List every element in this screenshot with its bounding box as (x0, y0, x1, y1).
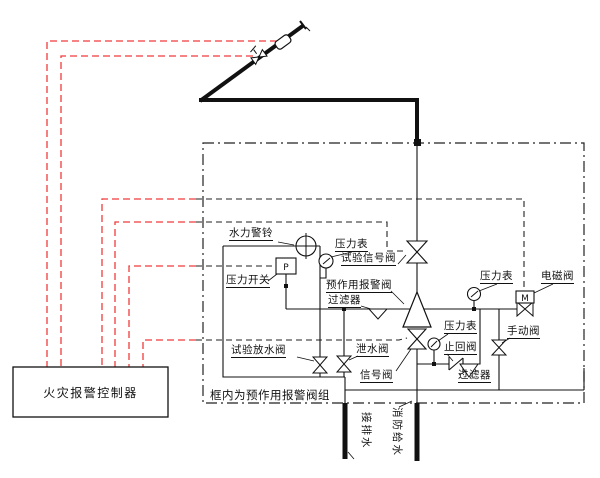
wire-signal-valve (142, 339, 196, 367)
label-solenoid-valve: 电磁阀 (541, 270, 574, 285)
branch-end-cap (299, 20, 307, 30)
pressure-gauge2-symbol (427, 337, 441, 351)
label-pressure-gauge-1: 压力表 (335, 238, 368, 253)
label-check-valve: 止回阀 (444, 341, 477, 356)
wire-detector-1 (46, 40, 277, 367)
supply-main-pipes (198, 23, 419, 141)
wire-pressure-switch (128, 265, 196, 367)
label-hydraulic-alarm-bell: 水力警铃 (229, 227, 273, 242)
junction-dots (284, 139, 476, 366)
trim-piping (222, 141, 585, 403)
pressure-switch-symbol: P (275, 257, 297, 275)
label-drain-pipe: 接排水 (360, 412, 372, 450)
label-pressure-gauge-3: 压力表 (444, 320, 477, 335)
strainer1-symbol (367, 308, 389, 320)
label-preaction-alarm-valve: 预作用报警阀 (326, 279, 392, 294)
drain-header (222, 246, 345, 378)
test-signal-valve-symbol (405, 240, 429, 264)
manual-valve-symbol (490, 339, 508, 356)
alarm-wires-red (46, 40, 277, 367)
drain-manifold (345, 368, 585, 391)
label-strainer-2: 过滤器 (458, 369, 491, 384)
branch-end-tick (305, 26, 311, 32)
label-frame-note: 框内为预作用报警阀组 (210, 388, 330, 402)
flow-indicator-symbol (274, 34, 292, 50)
label-signal-valve: 信号阀 (360, 369, 393, 384)
drain-valve-symbol (335, 355, 353, 373)
label-fire-alarm-control-panel: 火灾报警控制器 (43, 385, 138, 400)
label-drain-valve: 泄水阀 (356, 343, 389, 358)
label-pressure-gauge-2: 压力表 (480, 270, 513, 285)
signal-valve-symbol (406, 328, 428, 350)
sprinkler-head-symbol (250, 45, 268, 66)
wire-to-test-signal-valve (196, 221, 405, 252)
label-test-drain-valve: 试验放水阀 (231, 344, 286, 359)
alarm-bell-symbol (294, 233, 318, 259)
gauge1-stem (320, 268, 327, 279)
test-drain-valve-symbol (311, 356, 329, 374)
solenoid-valve-symbol: M (515, 290, 535, 318)
strainer2-symbol (459, 363, 479, 378)
valve-group-boundary (202, 142, 585, 404)
wire-detector-2 (60, 55, 253, 367)
wire-solenoid (101, 198, 196, 367)
solenoid-m-letter: M (521, 294, 529, 304)
pressure-switch-p-letter: P (283, 263, 289, 273)
preaction-alarm-valve-symbol (402, 290, 432, 328)
alarm-wires-black (196, 198, 525, 341)
label-manual-valve: 手动阀 (507, 325, 540, 340)
label-pressure-switch: 压力开关 (226, 274, 270, 289)
bottom-pipes (342, 403, 420, 461)
pressure-gauge3-symbol (466, 286, 482, 302)
label-test-signal-valve: 试验信号阀 (341, 252, 396, 267)
label-supply-pipe: 消防给水 (391, 407, 403, 457)
label-strainer-1: 过滤器 (328, 294, 361, 309)
pressure-gauge1-symbol (318, 253, 334, 269)
wire-test-signal-valve (114, 221, 196, 367)
control-panel-box (12, 366, 169, 418)
wire-to-signal-valve (196, 337, 408, 341)
